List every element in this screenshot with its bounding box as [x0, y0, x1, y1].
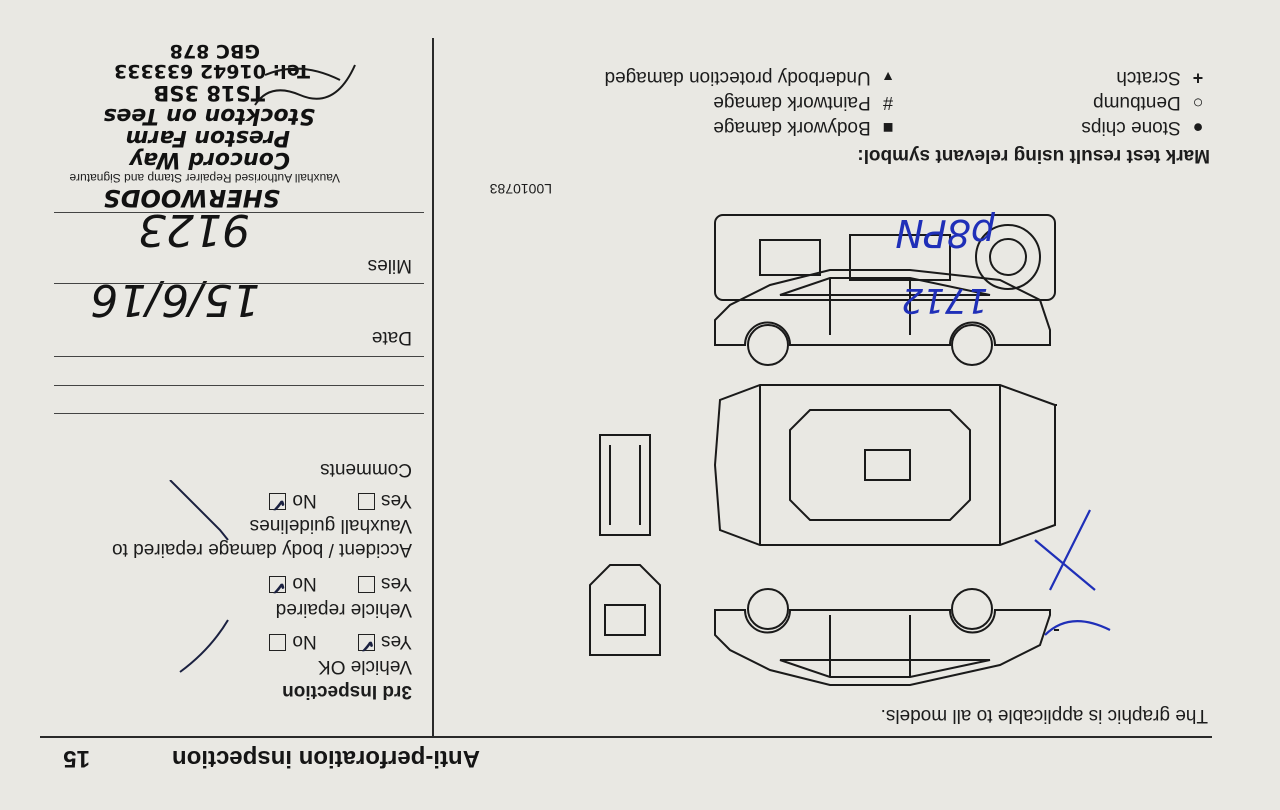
vehicle-ok-options: Yes No — [269, 630, 412, 652]
section-title: Anti-perforation inspection — [172, 745, 480, 772]
vehicle-ok-no-label: No — [292, 631, 317, 652]
page-number: 15 — [63, 745, 90, 772]
accident-yes-label: Yes — [381, 490, 412, 511]
side-view-left — [714, 588, 1060, 686]
square-icon: ■ — [882, 118, 894, 138]
legend-label: Underbody protection damaged — [604, 67, 871, 88]
vehicle-ok-label: Vehicle OK — [318, 656, 412, 677]
dealer-signature — [254, 64, 356, 106]
end-view-front — [589, 564, 661, 656]
side-view-right — [714, 269, 1051, 366]
inspection-heading: 3rd Inspection — [282, 681, 412, 702]
comments-label: Comments — [320, 459, 412, 480]
miles-label: Miles — [367, 255, 412, 276]
comments-line-3 — [54, 355, 424, 357]
underbody-view — [714, 214, 1056, 301]
legend-item-paintwork: # Paintwork damage — [713, 91, 900, 113]
date-line — [54, 282, 424, 284]
legend-label: Dentbump — [1093, 92, 1181, 113]
signature-ticks — [169, 480, 229, 673]
accident-label-line2: Vauxhall guidelines — [249, 515, 412, 536]
accident-yes-checkbox[interactable] — [358, 493, 375, 510]
legend-label: Stone chips — [1081, 117, 1181, 138]
legend-item-scratch: + Scratch — [1116, 66, 1210, 88]
stamp-postcode: TS18 3SB — [153, 81, 265, 105]
vehicle-repaired-yes-label: Yes — [381, 573, 412, 594]
stamp-code: GBC 878 — [169, 40, 260, 62]
legend-heading: Mark test result using relevant symbol: — [857, 145, 1210, 166]
legend-item-dentbump: ○ Dentbump — [1093, 91, 1210, 113]
legend-label: Scratch — [1116, 67, 1181, 88]
date-label: Date — [371, 327, 412, 348]
vehicle-ok-no-checkbox[interactable] — [269, 634, 287, 651]
date-value[interactable]: 15/6/16 — [90, 274, 260, 325]
vehicle-repaired-no-checkbox[interactable] — [269, 576, 287, 593]
comments-line-1 — [54, 412, 424, 414]
vehicle-diagram — [589, 214, 1060, 686]
dot-icon: ● — [1192, 118, 1204, 138]
accident-options: Yes No — [269, 489, 412, 511]
legend-label: Bodywork damage — [713, 117, 871, 138]
accident-no-checkbox[interactable] — [269, 493, 287, 510]
stamp-line2: Preston Farm — [125, 125, 290, 150]
graphic-note: The graphic is applicable to all models. — [880, 705, 1208, 726]
legend-item-underbody: ▼ Underbody protection damaged — [605, 66, 900, 88]
header-rule — [40, 736, 1212, 738]
hash-icon: # — [883, 93, 894, 113]
end-view-rear — [599, 434, 651, 536]
plus-icon: + — [1192, 68, 1204, 88]
blue-annotation-top: 1712 — [901, 280, 988, 320]
triangle-down-icon: ▼ — [881, 69, 895, 85]
vehicle-ok-yes-checkbox[interactable] — [358, 634, 375, 651]
vehicle-repaired-label: Vehicle repaired — [275, 599, 412, 620]
column-divider — [432, 38, 434, 738]
stamp-caption: Vauxhall Authorised Repairer Stamp and S… — [69, 171, 340, 185]
vehicle-repaired-options: Yes No — [269, 572, 412, 594]
document-code: L0010783 — [489, 181, 552, 197]
vehicle-ok-yes-label: Yes — [381, 631, 412, 652]
comments-line-2 — [54, 384, 424, 386]
circle-icon: ○ — [1192, 93, 1204, 113]
accident-no-label: No — [292, 490, 317, 511]
legend-item-bodywork: ■ Bodywork damage — [713, 116, 900, 138]
legend-item-stone-chips: ● Stone chips — [1081, 116, 1210, 138]
stamp-line1: Concord Way — [129, 147, 290, 172]
blue-annotation-bottom: p8PN — [895, 211, 995, 255]
vehicle-repaired-no-label: No — [292, 573, 317, 594]
stamp-dealer-name: SHERWOODS — [103, 184, 280, 212]
legend-label: Paintwork damage — [713, 92, 871, 113]
blue-pen-marks — [1034, 509, 1111, 636]
top-view — [713, 384, 1060, 546]
vehicle-repaired-yes-checkbox[interactable] — [358, 576, 375, 593]
